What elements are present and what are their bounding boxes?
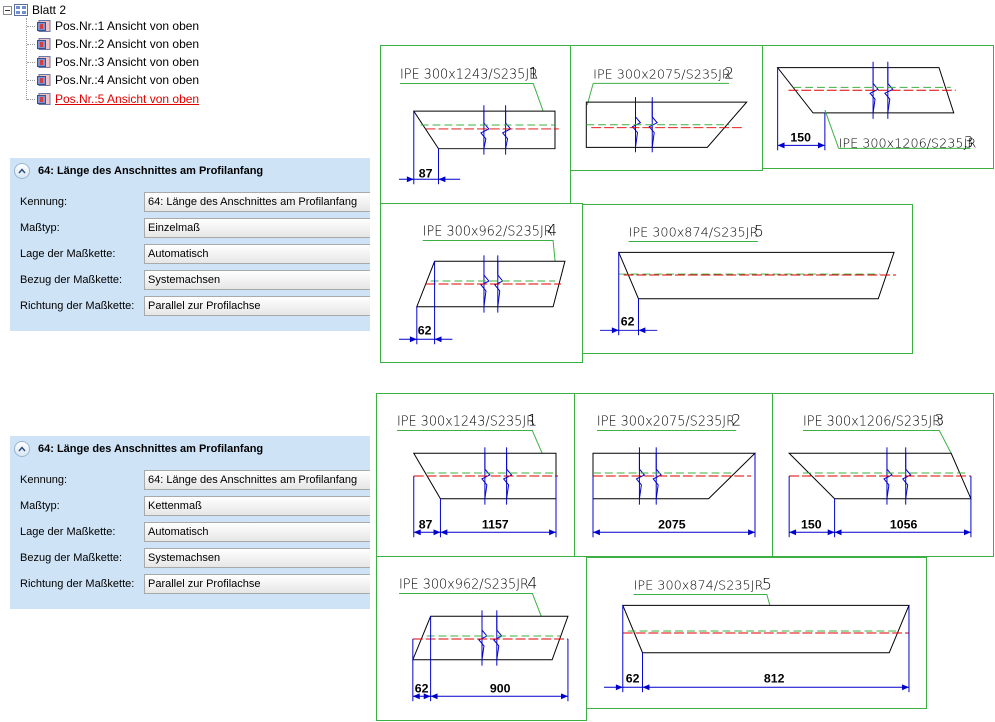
prop-label: Bezug der Maßkette: <box>20 274 123 286</box>
tree-item-label-selected: Pos.Nr.:5 Ansicht von oben <box>55 92 200 106</box>
bezug-field[interactable]: Systemachsen <box>144 548 370 568</box>
pos-number: 1 <box>527 411 537 430</box>
pos-number: 5 <box>754 222 764 241</box>
dimension-value: 1157 <box>482 517 509 531</box>
collapse-up-icon[interactable] <box>14 441 30 457</box>
dimension-value: 62 <box>621 314 635 328</box>
pos-number: 2 <box>731 411 741 430</box>
tree-guide-line <box>26 18 27 100</box>
drawing-top-pos-2[interactable]: IPE 300x2075/S235JR 2 <box>570 45 763 171</box>
drawing-top-pos-1[interactable]: IPE 300x1243/S235JR 1 87 <box>380 45 571 204</box>
pos-number: 3 <box>934 411 944 430</box>
view-icon <box>37 38 51 50</box>
dimension-value: 812 <box>764 671 785 685</box>
profile-label: IPE 300x962/S235JR <box>423 225 553 240</box>
profile-label: IPE 300x874/S235JR <box>629 226 759 241</box>
tree-item-pos-2[interactable]: Pos.Nr.:2 Ansicht von oben <box>27 36 199 52</box>
drawing-bottom-pos-2[interactable]: IPE 300x2075/S235JR 2 2075 <box>574 393 773 557</box>
view-icon <box>37 74 51 86</box>
pos-number: 1 <box>528 64 538 83</box>
prop-label: Richtung der Maßkette: <box>20 300 135 312</box>
richtung-field[interactable]: Parallel zur Profilachse <box>144 296 370 316</box>
dimension-value: 150 <box>790 130 811 144</box>
drawing-bottom-pos-1[interactable]: IPE 300x1243/S235JR 1 87 1157 <box>376 393 575 557</box>
property-panel-einzelmass: 64: Länge des Anschnittes am Profilanfan… <box>10 158 370 331</box>
property-panel-kettenmass: 64: Länge des Anschnittes am Profilanfan… <box>10 436 370 609</box>
pos-number: 2 <box>724 63 734 82</box>
panel-header[interactable]: 64: Länge des Anschnittes am Profilanfan… <box>10 436 370 462</box>
lage-field[interactable]: Automatisch <box>144 244 370 264</box>
richtung-field[interactable]: Parallel zur Profilachse <box>144 574 370 594</box>
profile-label: IPE 300x1206/S235JR <box>839 136 977 151</box>
tree-item-pos-1[interactable]: Pos.Nr.:1 Ansicht von oben <box>27 18 199 34</box>
pos-number: 4 <box>527 574 537 593</box>
view-icon <box>37 56 51 68</box>
profile-label: IPE 300x1243/S235JR <box>400 68 538 83</box>
drawing-top-pos-3[interactable]: 150 IPE 300x1206/S235JR 3 <box>762 45 994 169</box>
drawing-top-pos-4[interactable]: IPE 300x962/S235JR 4 62 <box>380 203 583 363</box>
dimension-value: 150 <box>801 517 822 531</box>
view-icon <box>37 20 51 32</box>
prop-label: Maßtyp: <box>20 222 60 234</box>
profile-label: IPE 300x874/S235JR <box>634 579 764 594</box>
tree-item-label: Pos.Nr.:1 Ansicht von oben <box>55 19 200 33</box>
prop-label: Bezug der Maßkette: <box>20 552 123 564</box>
tree-root[interactable]: Blatt 2 <box>3 2 66 18</box>
prop-label: Lage der Maßkette: <box>20 248 116 260</box>
pos-number: 3 <box>964 132 974 151</box>
prop-label: Maßtyp: <box>20 500 60 512</box>
collapse-toggle-icon[interactable] <box>3 5 12 15</box>
drawing-bottom-pos-5[interactable]: IPE 300x874/S235JR 5 62 812 <box>586 557 927 709</box>
tree-item-pos-3[interactable]: Pos.Nr.:3 Ansicht von oben <box>27 54 199 70</box>
dimension-value: 1056 <box>890 517 918 531</box>
prop-label: Kennung: <box>20 196 68 208</box>
drawing-top-pos-5[interactable]: IPE 300x874/S235JR 5 62 <box>582 204 913 354</box>
panel-title: 64: Länge des Anschnittes am Profilanfan… <box>38 165 264 177</box>
panel-title: 64: Länge des Anschnittes am Profilanfan… <box>38 443 264 455</box>
profile-label: IPE 300x1243/S235JR <box>397 415 535 430</box>
dimension-value: 900 <box>490 681 511 695</box>
masstyp-field[interactable]: Einzelmaß <box>144 218 370 238</box>
view-icon <box>37 93 51 105</box>
dimension-value: 62 <box>415 681 429 695</box>
profile-label: IPE 300x962/S235JR <box>399 578 529 593</box>
dimension-value: 87 <box>419 517 433 531</box>
dimension-value: 2075 <box>658 517 686 531</box>
sheet-icon <box>14 4 28 16</box>
pos-number: 5 <box>762 575 772 594</box>
tree-item-pos-4[interactable]: Pos.Nr.:4 Ansicht von oben <box>27 72 199 88</box>
drawing-bottom-pos-3[interactable]: IPE 300x1206/S235JR 3 150 1056 <box>772 393 994 557</box>
kennung-field[interactable]: 64: Länge des Anschnittes am Profilanfan… <box>144 470 370 490</box>
profile-label: IPE 300x2075/S235JR <box>597 415 735 430</box>
profile-label: IPE 300x1206/S235JR <box>803 415 941 430</box>
tree-root-label: Blatt 2 <box>32 3 67 17</box>
tree-item-pos-5[interactable]: Pos.Nr.:5 Ansicht von oben <box>27 91 199 107</box>
bezug-field[interactable]: Systemachsen <box>144 270 370 290</box>
dimension-value: 87 <box>419 166 433 180</box>
prop-label: Lage der Maßkette: <box>20 526 116 538</box>
prop-label: Richtung der Maßkette: <box>20 578 135 590</box>
masstyp-field[interactable]: Kettenmaß <box>144 496 370 516</box>
tree-item-label: Pos.Nr.:3 Ansicht von oben <box>55 55 200 69</box>
kennung-field[interactable]: 64: Länge des Anschnittes am Profilanfan… <box>144 192 370 212</box>
tree-item-label: Pos.Nr.:2 Ansicht von oben <box>55 37 200 51</box>
profile-label: IPE 300x2075/S235JR <box>593 67 731 82</box>
collapse-up-icon[interactable] <box>14 163 30 179</box>
prop-label: Kennung: <box>20 474 68 486</box>
pos-number: 4 <box>547 221 557 240</box>
panel-header[interactable]: 64: Länge des Anschnittes am Profilanfan… <box>10 158 370 184</box>
lage-field[interactable]: Automatisch <box>144 522 370 542</box>
dimension-value: 62 <box>626 671 640 685</box>
dimension-value: 62 <box>418 323 432 337</box>
tree-item-label: Pos.Nr.:4 Ansicht von oben <box>55 73 200 87</box>
drawing-bottom-pos-4[interactable]: IPE 300x962/S235JR 4 62 900 <box>376 556 587 721</box>
